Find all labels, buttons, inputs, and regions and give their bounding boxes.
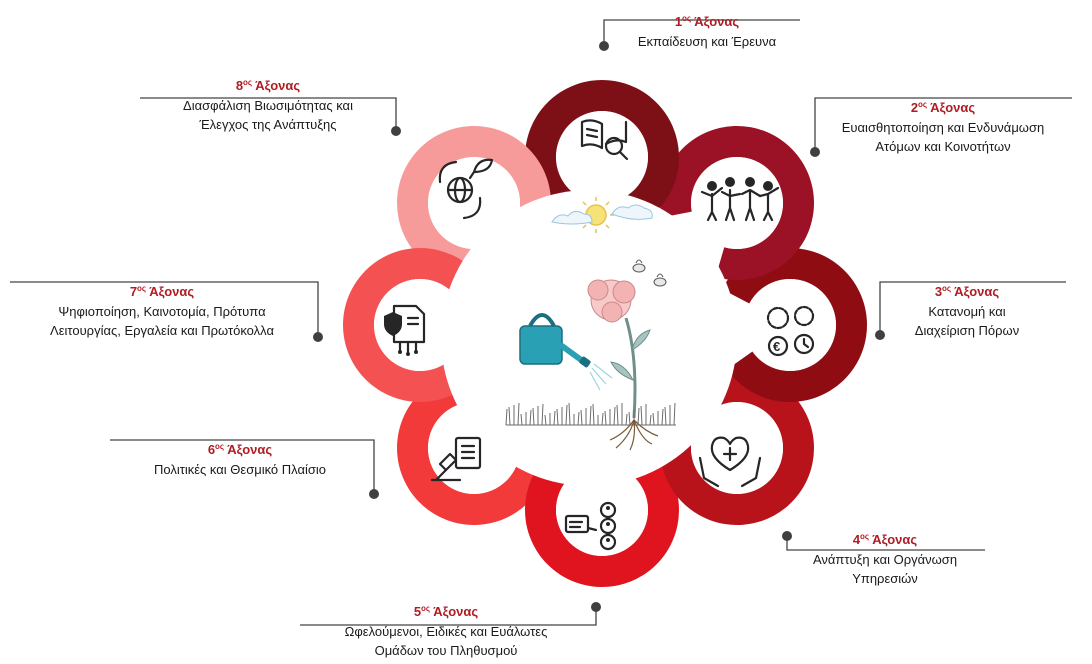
axis-title: 8ος Άξονας: [236, 78, 301, 93]
axis-suffix: ος: [860, 532, 869, 541]
petal-4: [660, 371, 814, 525]
petal-1: [525, 80, 679, 226]
presenter-users-icon: [564, 501, 617, 551]
axis-title: 5ος Άξονας: [414, 604, 479, 619]
axis-description-line: Εκπαίδευση και Έρευνα: [638, 34, 777, 49]
axis-description-line: Υπηρεσιών: [852, 571, 918, 586]
axis-word: Άξονας: [691, 14, 739, 29]
secure-document-circuit-icon: [384, 304, 426, 356]
petal-3: [721, 248, 867, 403]
axis-title: 7ος Άξονας: [130, 284, 195, 299]
axis-title: 6ος Άξονας: [208, 442, 273, 457]
petal-6: [397, 371, 551, 525]
axis-description-line: Έλεγχος της Ανάπτυξης: [198, 117, 336, 132]
axis-description-line: Ατόμων και Κοινοτήτων: [875, 139, 1010, 154]
watering-can-icon: [519, 313, 613, 391]
axis-word: Άξονας: [927, 100, 975, 115]
axis-title: 3ος Άξονας: [935, 284, 1000, 299]
axis-word: Άξονας: [869, 532, 917, 547]
globe-recycle-leaf-icon: [438, 158, 494, 220]
book-magnifier-icon: [580, 119, 629, 161]
axis-description-line: Ευαισθητοποίηση και Ενδυνάμωση: [842, 120, 1044, 135]
axis-suffix: ος: [918, 100, 927, 109]
axis-word: Άξονας: [224, 442, 272, 457]
flower-plant-icon: [587, 279, 651, 419]
axis-description-line: Διαχείριση Πόρων: [915, 323, 1019, 338]
petal-2: [660, 125, 815, 280]
leader-line: [814, 97, 1072, 150]
leader-line: [10, 281, 319, 337]
center-disc: [441, 190, 737, 486]
leader-line: [110, 439, 375, 494]
petal-8: [396, 126, 551, 280]
leader-dot: [810, 147, 820, 157]
leader-dot: [313, 332, 323, 342]
center-illustration: [505, 197, 676, 451]
axis-suffix: ος: [215, 442, 224, 451]
axis-number: 5: [414, 604, 421, 619]
sun-cloud-icon: [551, 197, 653, 233]
leader-dot: [875, 330, 885, 340]
axis-word: Άξονας: [951, 284, 999, 299]
axis-suffix: ος: [243, 78, 252, 87]
axis-description-line: Λειτουργίας, Εργαλεία και Πρωτόκολλα: [50, 323, 274, 338]
leader-line: [300, 608, 597, 626]
petal-inner-2: [691, 157, 783, 249]
axis-title: 2ος Άξονας: [911, 100, 976, 115]
svg-text:€: €: [773, 339, 780, 354]
axis-word: Άξονας: [252, 78, 300, 93]
leader-line: [140, 97, 397, 131]
hands-heart-icon: [698, 436, 762, 488]
axis-suffix: ος: [137, 284, 146, 293]
axis-description-line: Ψηφιοποίηση, Καινοτομία, Πρότυπα: [58, 304, 266, 319]
axis-word: Άξονας: [146, 284, 194, 299]
people-group-icon: [700, 177, 780, 222]
axis-number: 8: [236, 78, 243, 93]
leader-dot: [391, 126, 401, 136]
axis-description-line: Ανάπτυξη και Οργάνωση: [813, 552, 957, 567]
axis-title: 1ος Άξονας: [675, 14, 740, 29]
axis-suffix: ος: [682, 14, 691, 23]
gears-euro-icon: €: [766, 305, 815, 357]
leader-dot: [591, 602, 601, 612]
axis-description-line: Πολιτικές και Θεσμικό Πλαίσιο: [154, 462, 326, 477]
axis-number: 4: [853, 532, 861, 547]
axis-description-line: Ομάδων του Πληθυσμού: [375, 643, 518, 658]
axis-number: 2: [911, 100, 918, 115]
axis-suffix: ος: [942, 284, 951, 293]
axis-title: 4ος Άξονας: [853, 532, 918, 547]
leader-line: [603, 19, 800, 42]
axis-description-line: Διασφάλιση Βιωσιμότητας και: [183, 98, 353, 113]
axis-number: 1: [675, 14, 682, 29]
axis-suffix: ος: [421, 604, 430, 613]
gavel-document-icon: [430, 436, 482, 482]
axis-number: 3: [935, 284, 942, 299]
axis-word: Άξονας: [430, 604, 478, 619]
axis-number: 7: [130, 284, 137, 299]
petal-inner-4: [691, 402, 783, 494]
axis-description-line: Κατανομή και: [928, 304, 1005, 319]
leader-dot: [369, 489, 379, 499]
leader-line: [786, 537, 985, 551]
grass-roots-icon: [505, 402, 676, 451]
petal-inner-3: [744, 279, 836, 371]
axis-description-line: Ωφελούμενοι, Ειδικές και Ευάλωτες: [345, 624, 548, 639]
leader-dot: [782, 531, 792, 541]
leader-line: [879, 281, 1066, 332]
axis-number: 6: [208, 442, 215, 457]
bees-icon: [632, 259, 667, 287]
leader-dot: [599, 41, 609, 51]
